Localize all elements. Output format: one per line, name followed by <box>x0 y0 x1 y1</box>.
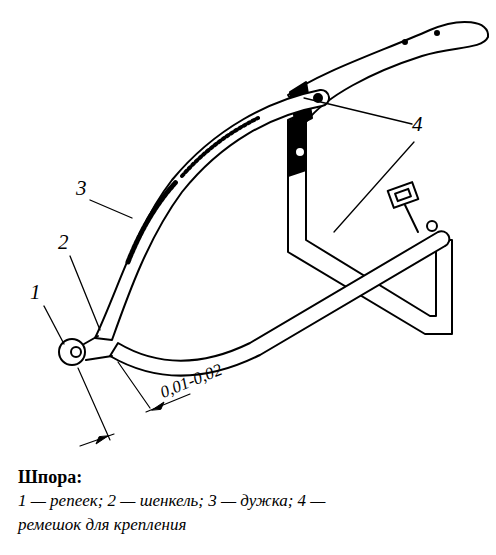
strap-hole <box>435 31 439 35</box>
shank <box>84 336 112 360</box>
strap-shading <box>288 112 306 176</box>
strap-pin <box>295 147 305 157</box>
leader-line <box>70 256 100 330</box>
strap-hole <box>403 40 407 44</box>
figure-title: Шпора: <box>18 466 358 489</box>
extension-line <box>118 362 150 408</box>
leader-line <box>44 306 64 344</box>
extension-line <box>78 368 110 440</box>
callout-number: 1 <box>30 282 41 303</box>
buckle <box>395 189 411 201</box>
band-right-arm <box>110 231 449 376</box>
stud <box>427 221 437 231</box>
callout-number: 2 <box>58 232 69 253</box>
leader-line <box>334 142 414 232</box>
buckle-tongue <box>405 205 418 232</box>
rowel-axle <box>71 347 81 357</box>
callout-number: 4 <box>412 114 423 135</box>
band-hatching <box>128 182 176 262</box>
callout-number: 3 <box>76 178 87 199</box>
dimension-line <box>80 394 190 446</box>
band-left-arm <box>95 90 329 340</box>
buckle <box>388 182 419 208</box>
band-hatching <box>182 118 258 176</box>
leader-line <box>304 98 412 124</box>
figure-caption: 1 — репеек; 2 — шенкель; 3 — дужка; 4 — … <box>18 489 358 537</box>
dimension-arrow <box>96 402 164 444</box>
strap-loop <box>288 112 452 334</box>
strap-pin <box>299 157 301 168</box>
leader-line <box>90 200 132 218</box>
caption-block: Шпора:1 — репеек; 2 — шенкель; 3 — дужка… <box>18 466 358 537</box>
